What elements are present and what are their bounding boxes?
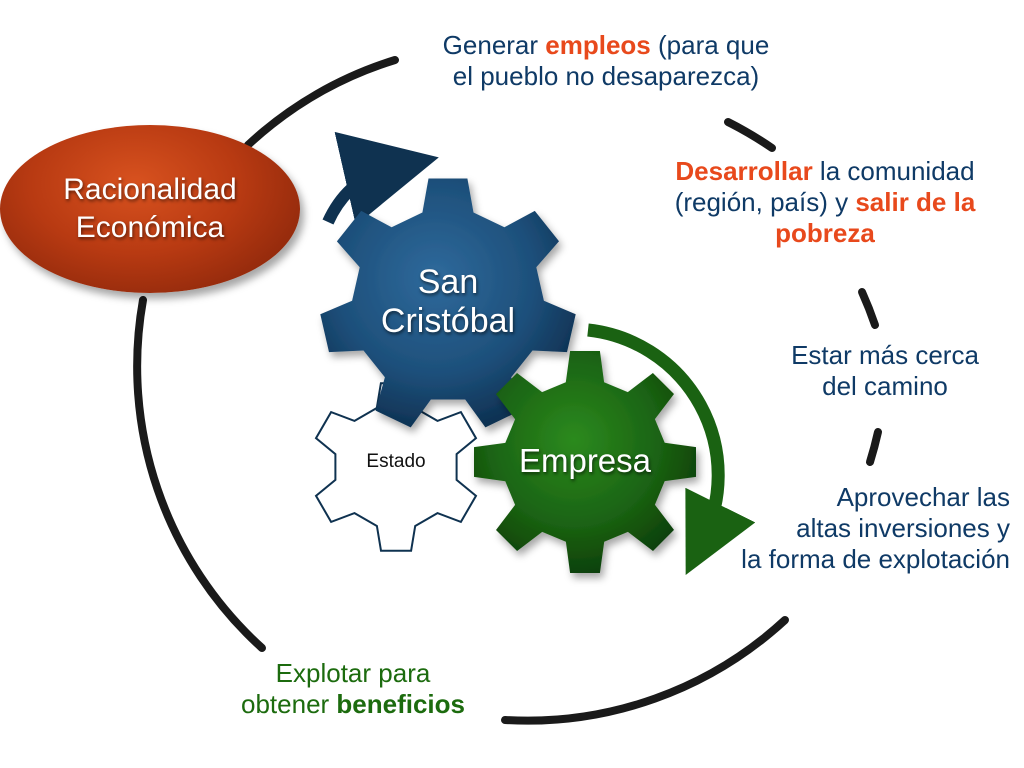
label-estar-cerca-camino: Estar más cerca del camino [770,340,1000,402]
desarrollar-text1: la comunidad [812,156,975,186]
label-generar-empleos: Generar empleos (para que el pueblo no d… [398,30,814,92]
label-aprovechar-inversiones: Aprovechar las altas inversiones y la fo… [680,482,1010,576]
camino-line1: Estar más cerca [791,340,979,370]
outer-arc-left [133,296,266,652]
label-desarrollar-comunidad: Desarrollar la comunidad (región, país) … [640,156,1010,250]
desarrollar-highlight3: pobreza [775,218,875,249]
outer-arc-right-mid [858,288,879,329]
beneficios-highlight: beneficios [336,689,465,720]
label-explotar-beneficios: Explotar para obtener beneficios [208,658,498,720]
inversiones-line2: altas inversiones y [796,513,1010,544]
san-cristobal-line2: Cristóbal [380,302,516,341]
desarrollar-text2: (región, país) y [674,187,856,218]
empleos-post: (para que [650,30,770,60]
san-cristobal-label: San Cristóbal [368,263,528,341]
san-cristobal-line1: San [417,263,479,301]
empleos-highlight: empleos [545,30,651,60]
desarrollar-highlight: Desarrollar [675,156,813,186]
racionalidad-line1: Racionalidad [63,172,237,206]
desarrollar-highlight2: salir de la [855,187,976,218]
racionalidad-line2: Económica [75,211,225,244]
empresa-label: Empresa [518,442,652,479]
outer-arc-top-left [244,56,399,149]
empleos-line2: el pueblo no desaparezca) [452,61,760,92]
green-curved-arrow-icon [587,323,756,575]
inversiones-line1: Aprovechar las [836,482,1010,512]
gear-empresa [474,351,696,573]
outer-arc-bottom [501,616,789,725]
racionalidad-economica-ellipse: Racionalidad Económica [0,125,300,293]
navy-curved-arrow-icon [322,131,439,226]
outer-cycle-circle [133,56,882,725]
empleos-pre: Generar [442,30,546,60]
beneficios-line1: Explotar para [275,658,431,688]
camino-line2: del camino [822,371,948,402]
gear-san-cristobal [320,178,576,428]
beneficios-pre: obtener [241,689,337,720]
outer-arc-right-low [866,428,882,466]
inversiones-line3: la forma de explotación [741,544,1010,575]
estado-label: Estado [366,451,426,472]
outer-arc-right-top [724,118,776,152]
gear-estado [314,382,478,552]
